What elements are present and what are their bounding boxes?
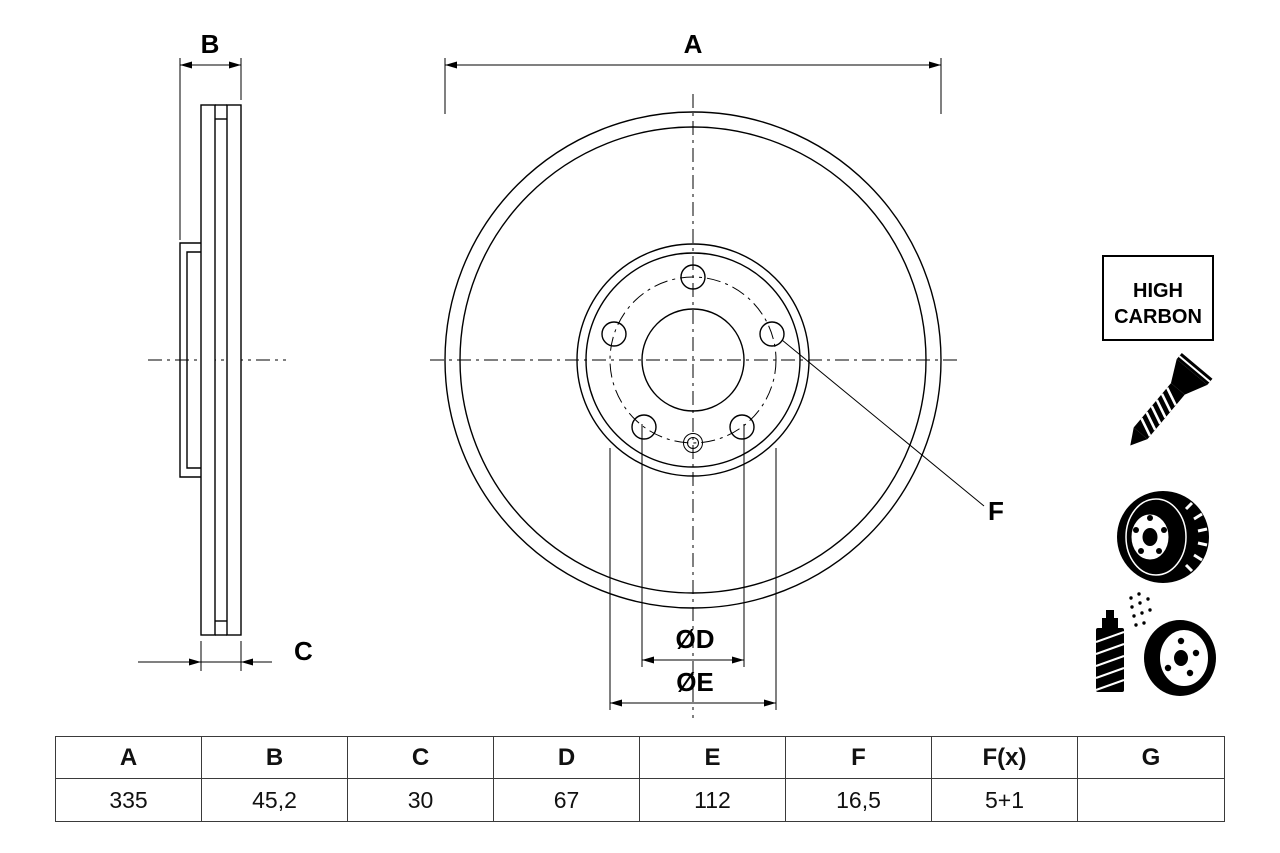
table-header-cell: D bbox=[494, 737, 640, 778]
table-value-cell: 67 bbox=[494, 779, 640, 821]
table-header-cell: F bbox=[786, 737, 932, 778]
spray-particles bbox=[1129, 592, 1152, 627]
table-value-cell bbox=[1078, 779, 1224, 821]
table-value-cell: 335 bbox=[56, 779, 202, 821]
dimension-e: ØE bbox=[609, 448, 777, 710]
dimension-c: C bbox=[138, 636, 313, 671]
dimension-c-label: C bbox=[294, 636, 313, 666]
dimension-d-label: ØD bbox=[676, 624, 715, 654]
dimension-a: A bbox=[444, 29, 942, 114]
bolt-holes bbox=[601, 264, 785, 440]
dimension-f: F bbox=[781, 339, 1004, 526]
table-header-cell: B bbox=[202, 737, 348, 778]
dimension-table-header-row: A B C D E F F(x) G bbox=[56, 737, 1224, 779]
high-carbon-badge: HIGH CARBON bbox=[1102, 255, 1214, 341]
dimension-d: ØD bbox=[641, 424, 745, 667]
coated-disc-icon bbox=[1144, 620, 1216, 696]
brake-disc-drawing: A B C ØD bbox=[138, 29, 1216, 718]
table-value-cell: 16,5 bbox=[786, 779, 932, 821]
countersunk-screw-icon bbox=[1130, 353, 1213, 446]
brake-disc-front-view bbox=[444, 111, 942, 609]
high-carbon-line2: CARBON bbox=[1114, 306, 1202, 328]
dimension-b-label: B bbox=[201, 29, 220, 59]
high-carbon-line1: HIGH bbox=[1133, 280, 1183, 302]
brake-disc-side-view bbox=[179, 104, 242, 636]
dimension-e-label: ØE bbox=[676, 667, 714, 697]
table-value-cell: 30 bbox=[348, 779, 494, 821]
table-header-cell: G bbox=[1141, 743, 1161, 771]
locating-pin-hole bbox=[683, 433, 703, 453]
dimension-table-value-row: 335 45,2 30 67 112 16,5 5+1 bbox=[56, 779, 1224, 821]
dimension-b: B bbox=[179, 29, 242, 240]
spray-can-icon bbox=[1095, 592, 1152, 692]
bolt-pitch-circle bbox=[609, 276, 777, 444]
vented-brake-disc-icon bbox=[1117, 491, 1209, 583]
table-header-cell: F(x) bbox=[932, 737, 1078, 778]
dimension-f-label: F bbox=[988, 496, 1004, 526]
table-header-cell: A bbox=[56, 737, 202, 778]
spray-coated-disc-icon bbox=[1095, 592, 1216, 696]
centerlines bbox=[148, 94, 958, 718]
dimension-table: A B C D E F F(x) G 335 45,2 30 67 112 16… bbox=[55, 736, 1225, 822]
dimension-a-label: A bbox=[684, 29, 703, 59]
table-value-cell: 5+1 bbox=[932, 779, 1078, 821]
table-value-cell: 45,2 bbox=[202, 779, 348, 821]
table-header-cell: E bbox=[640, 737, 786, 778]
table-value-cell: 112 bbox=[640, 779, 786, 821]
table-header-cell: C bbox=[348, 737, 494, 778]
